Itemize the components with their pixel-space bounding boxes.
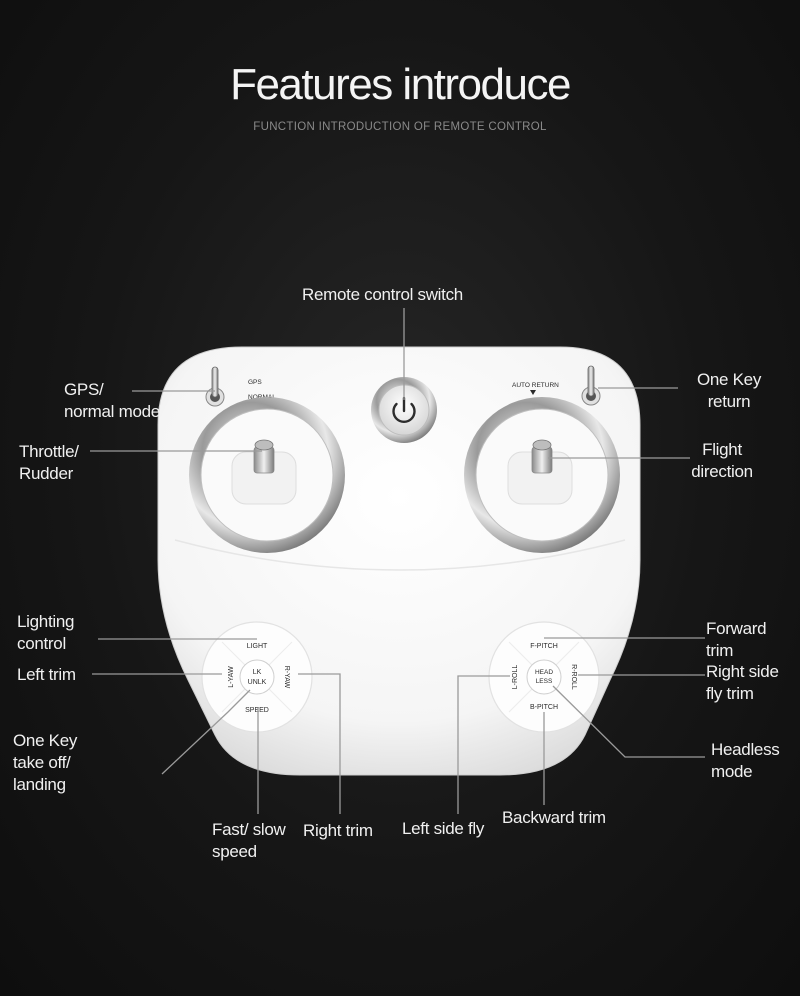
label-forward-trim: Forward trim	[706, 619, 767, 660]
left-joystick[interactable]	[189, 397, 345, 553]
lk-label: LK	[253, 669, 262, 676]
return-toggle-switch[interactable]	[581, 365, 601, 406]
label-remote-control-switch: Remote control switch	[302, 285, 463, 304]
leader-left-side-fly	[457, 675, 510, 814]
gps-toggle-switch[interactable]	[205, 366, 225, 407]
label-left-trim: Left trim	[17, 665, 76, 684]
l-roll-button-label: L-ROLL	[512, 665, 519, 690]
label-backward-trim: Backward trim	[502, 808, 606, 827]
b-pitch-button-label: B-PITCH	[530, 704, 558, 711]
label-flight-direction: Flight direction	[691, 440, 753, 481]
leader-one-key-takeoff	[161, 689, 251, 775]
label-gps-normal-mode: GPS/ normal mode	[64, 380, 160, 421]
page-subtitle: FUNCTION INTRODUCTION OF REMOTE CONTROL	[253, 121, 547, 133]
leader-lines	[90, 308, 705, 814]
leader-right-trim	[298, 673, 341, 814]
label-throttle-rudder: Throttle/ Rudder	[19, 442, 79, 483]
label-one-key-return: One Key return	[696, 370, 762, 411]
light-button-label: LIGHT	[247, 643, 268, 650]
auto-return-arrow-icon	[530, 390, 536, 395]
l-yaw-button-label: L-YAW	[228, 666, 235, 688]
head-label: HEAD	[535, 669, 553, 676]
right-joystick[interactable]	[464, 397, 620, 553]
label-right-side-fly-trim: Right side fly trim	[706, 662, 779, 703]
f-pitch-button-label: F-PITCH	[530, 643, 558, 650]
label-left-side-fly: Left side fly	[402, 819, 485, 838]
label-right-trim: Right trim	[303, 821, 373, 840]
left-trim-pad[interactable]	[201, 621, 313, 733]
gps-switch-label: GPS	[248, 379, 262, 386]
label-fast-slow-speed: Fast/ slow speed	[212, 820, 286, 861]
auto-return-label: AUTO RETURN	[512, 382, 559, 389]
r-yaw-button-label: R-YAW	[283, 666, 290, 689]
less-label: LESS	[536, 678, 553, 685]
page-title: Features introduce	[230, 60, 571, 109]
power-button[interactable]	[371, 377, 437, 443]
r-roll-button-label: R-ROLL	[570, 664, 577, 690]
power-icon	[392, 396, 416, 423]
label-lighting-control: Lighting control	[17, 612, 75, 653]
label-headless-mode: Headless mode	[711, 740, 780, 781]
leader-headless	[552, 685, 705, 758]
speed-button-label: SPEED	[245, 707, 269, 714]
unlk-label: UNLK	[248, 679, 267, 686]
label-one-key-takeoff-landing: One Key take off/ landing	[13, 731, 78, 794]
